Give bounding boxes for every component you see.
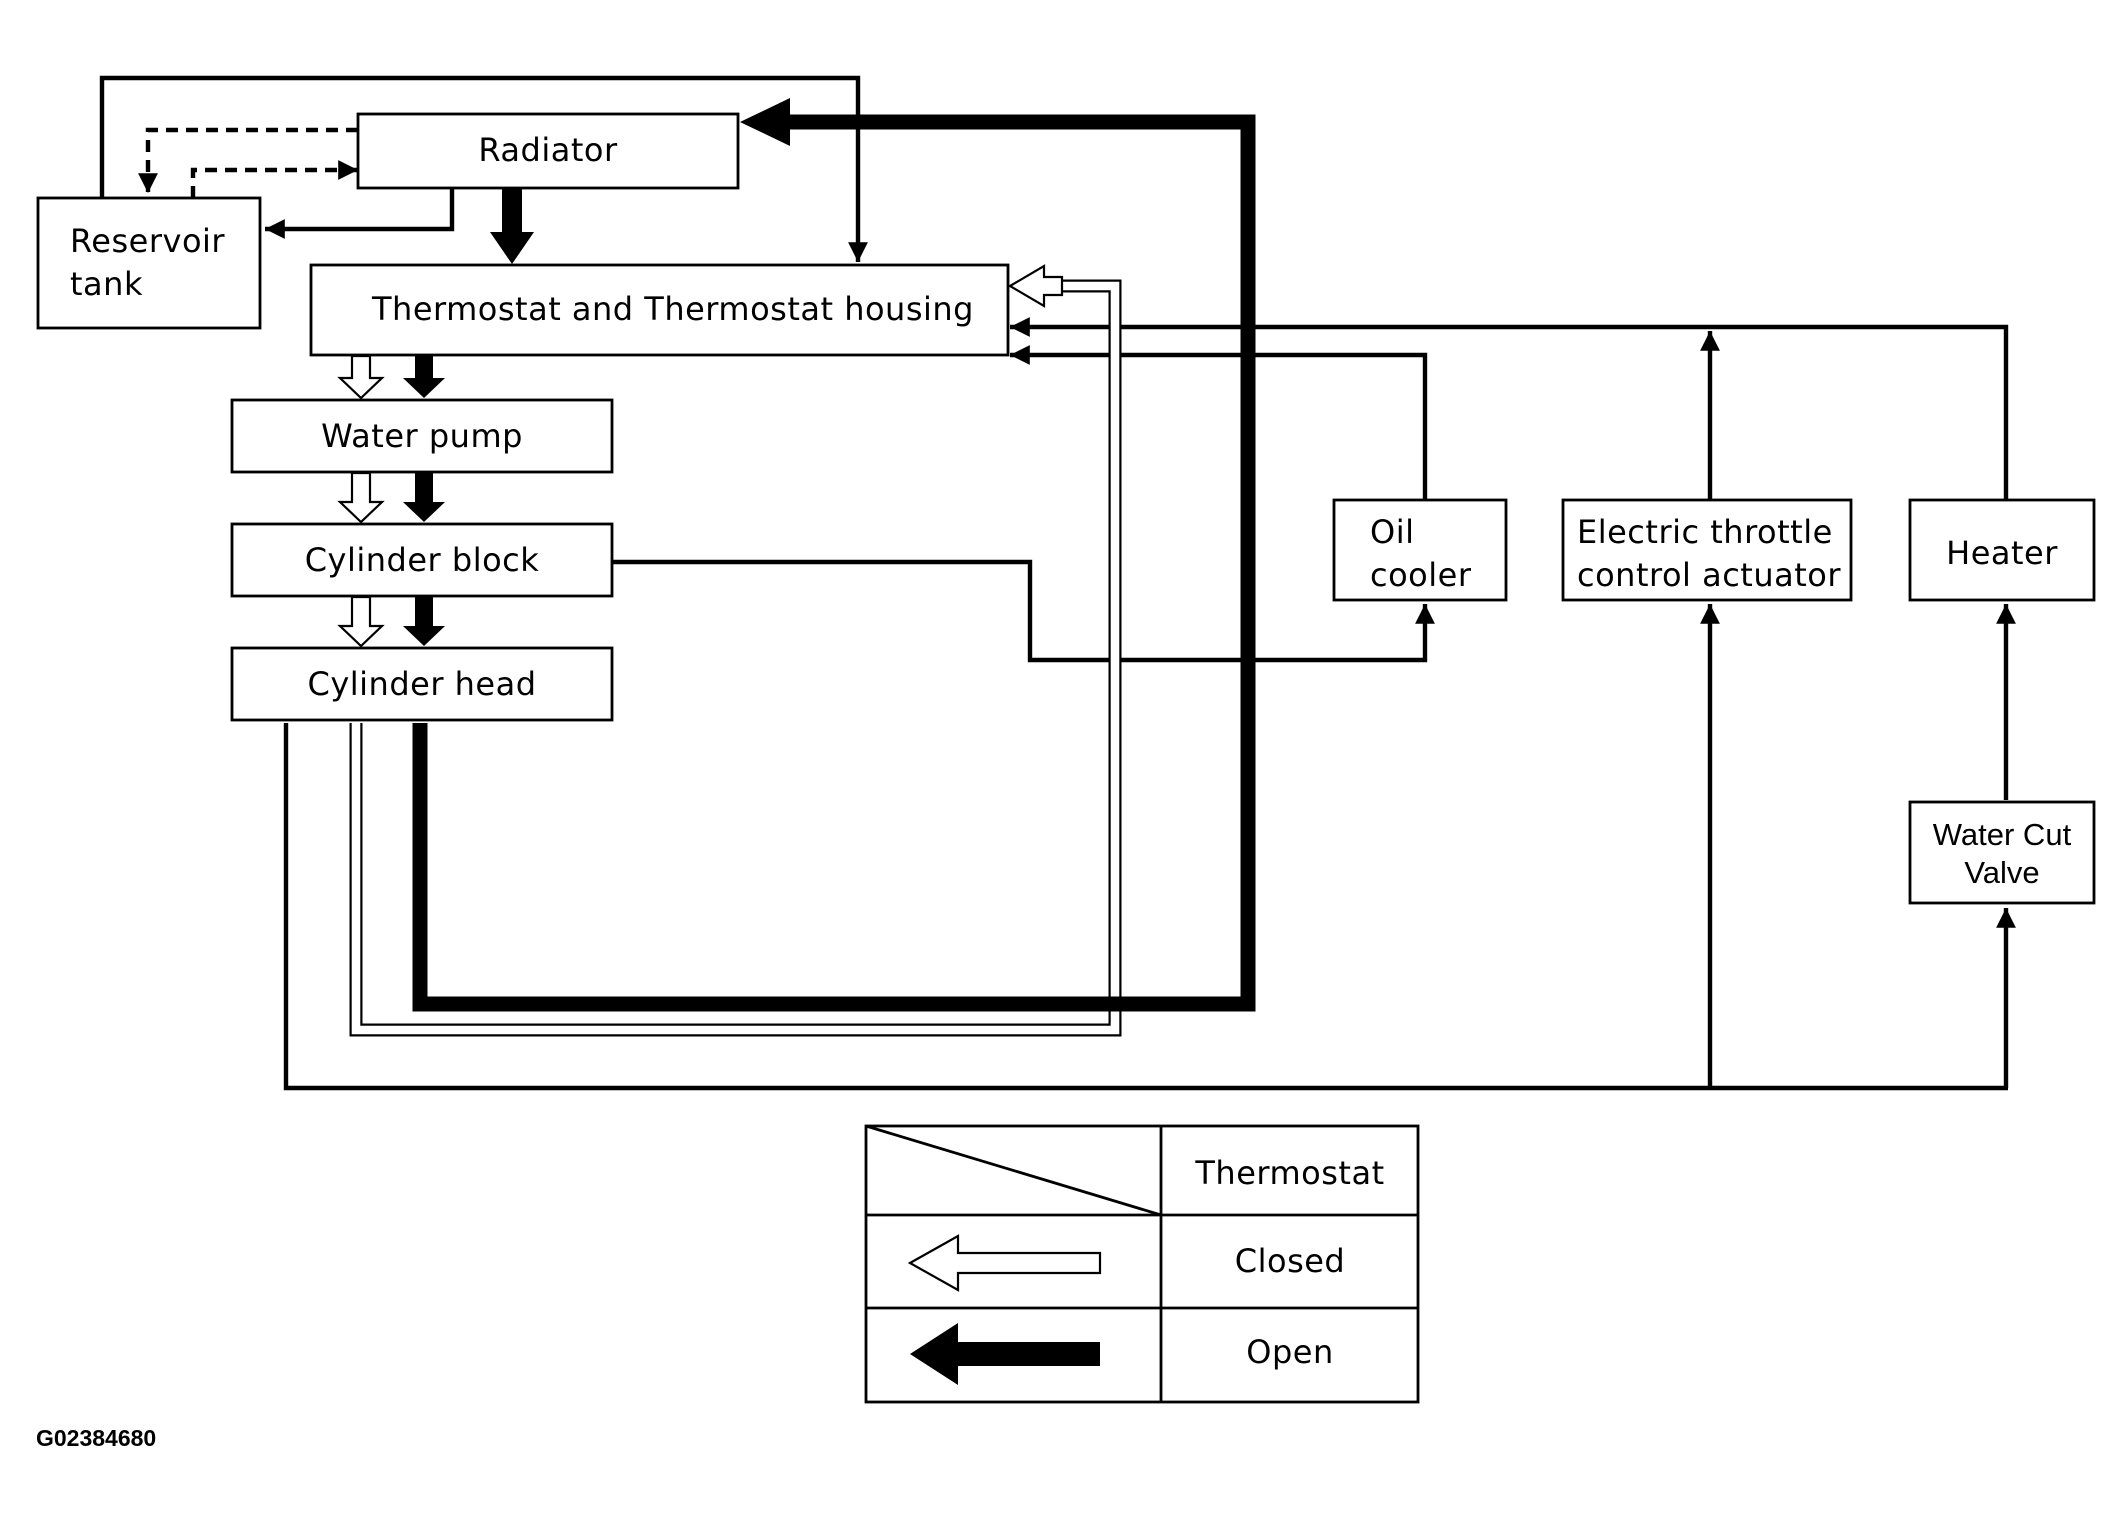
- radiator-to-thermostat-arrow: [490, 189, 534, 264]
- radiator: Radiator: [356, 112, 740, 190]
- reservoir-tank: Reservoir tank: [36, 196, 262, 330]
- throttle-label-line1: Electric throttle: [1577, 513, 1833, 551]
- legend-closed: Closed: [1235, 1242, 1345, 1280]
- oil-cooler-to-thermostat-line: [1010, 345, 1428, 500]
- cylinder-head: Cylinder head: [230, 646, 614, 722]
- closed-bypass-path: [349, 264, 1122, 1037]
- oil-cooler-label-line2: cooler: [1370, 556, 1472, 594]
- thermostat-to-pump-closed-arrow: [337, 354, 385, 400]
- heater-label: Heater: [1946, 534, 2058, 572]
- radiator-to-reservoir-line: [265, 189, 455, 239]
- reservoir-to-radiator-dashed: [190, 160, 358, 198]
- vertical-flow-arrows: [337, 189, 534, 648]
- cylinder-head-label: Cylinder head: [307, 665, 536, 703]
- water-cut-label-line2: Valve: [1964, 855, 2039, 890]
- reservoir-label-line1: Reservoir: [70, 222, 225, 260]
- cylinder-block: Cylinder block: [230, 522, 614, 598]
- water-pump: Water pump: [230, 398, 614, 474]
- water-cut-valve: Water Cut Valve: [1908, 800, 2096, 905]
- legend-diagonal: [865, 1124, 1162, 1217]
- water-cut-label-line1: Water Cut: [1933, 817, 2072, 852]
- legend-closed-arrow: [907, 1234, 1102, 1292]
- oil-cooler: Oil cooler: [1332, 498, 1508, 602]
- thermostat-housing: Thermostat and Thermostat housing: [309, 263, 1010, 357]
- reservoir-label-line2: tank: [70, 265, 143, 303]
- radiator-to-reservoir-dashed: [138, 127, 358, 193]
- radiator-label: Radiator: [478, 131, 618, 169]
- pump-to-block-open-arrow: [403, 473, 445, 522]
- thin-flow-lines: [99, 75, 2016, 1091]
- water-pump-label: Water pump: [321, 417, 523, 455]
- block-to-oil-cooler-line: [612, 559, 1435, 663]
- pump-to-block-closed-arrow: [337, 471, 385, 524]
- heater: Heater: [1908, 498, 2096, 602]
- heater-to-thermostat-line: [1010, 317, 2009, 500]
- block-to-head-open-arrow: [403, 597, 445, 646]
- dashed-flow-lines: [138, 127, 358, 198]
- legend-open-arrow: [910, 1323, 1100, 1385]
- reservoir-to-thermostat-line: [99, 75, 868, 262]
- open-radiator-path: [412, 98, 1256, 1012]
- block-to-head-closed-arrow: [337, 595, 385, 648]
- thermostat-to-pump-open-arrow: [403, 356, 445, 398]
- cylinder-block-label: Cylinder block: [305, 541, 540, 579]
- thermostat-label: Thermostat and Thermostat housing: [371, 290, 974, 328]
- head-bottom-loop-line: [283, 723, 2008, 1091]
- legend-table: Thermostat Closed Open: [864, 1124, 1420, 1404]
- thick-arrow-into-radiator: [740, 98, 790, 146]
- bypass-arrow-into-thermostat: [1007, 264, 1064, 308]
- throttle-label-line2: control actuator: [1577, 556, 1841, 594]
- oil-cooler-label-line1: Oil: [1370, 513, 1414, 551]
- legend-header: Thermostat: [1194, 1154, 1384, 1192]
- legend-open: Open: [1246, 1333, 1333, 1371]
- electric-throttle-actuator: Electric throttle control actuator: [1561, 498, 1853, 602]
- figure-code: G02384680: [36, 1425, 156, 1451]
